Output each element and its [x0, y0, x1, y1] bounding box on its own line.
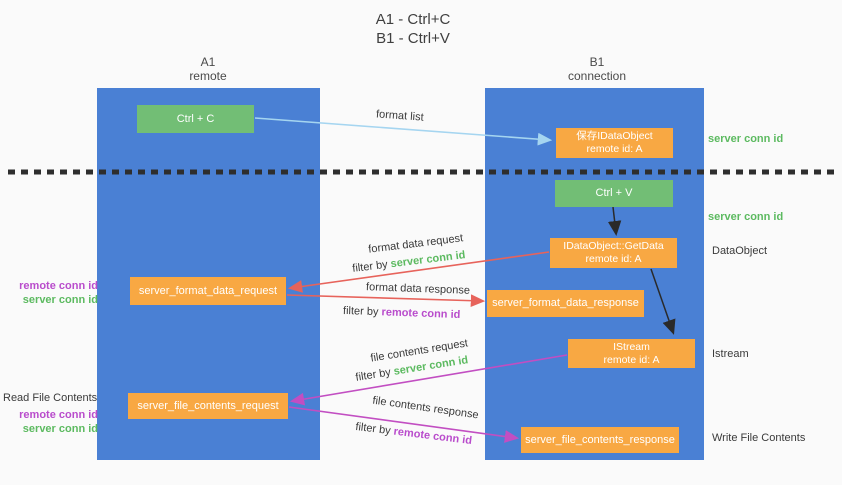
label-istream: Istream [712, 348, 749, 360]
node-server-file-contents-response: server_file_contents_response [521, 427, 679, 453]
column-a-name: A1 [200, 55, 216, 69]
filter-by-prefix-2: filter by [342, 304, 382, 319]
node-save-idataobject-line2: remote id: A [586, 143, 643, 155]
filter-remote-conn-id-1: remote conn id [381, 306, 461, 322]
title-line-2: B1 - Ctrl+V [376, 30, 450, 47]
node-save-idataobject-line1: 保存IDataObject [576, 130, 653, 142]
diagram-title: A1 - Ctrl+C B1 - Ctrl+V [283, 10, 543, 48]
filter-remote-conn-id-2: remote conn id [392, 425, 473, 448]
node-getdata-line2: remote id: A [585, 253, 642, 265]
node-istream: IStream remote id: A [568, 339, 695, 368]
label-read-file-contents: Read File Contents [3, 392, 98, 404]
label-group-format: remote conn id server conn id [6, 279, 98, 307]
node-ctrl-v-label: Ctrl + V [595, 187, 633, 199]
arrow-label-format-list: format list [375, 108, 425, 124]
label-write-file-contents: Write File Contents [712, 432, 806, 444]
column-a-header: A1 remote [148, 55, 268, 83]
node-file-request-label: server_file_contents_request [137, 399, 279, 412]
label-server-conn-id-top: server conn id [708, 133, 784, 145]
node-ctrl-c: Ctrl + C [137, 105, 254, 133]
node-istream-line2: remote id: A [603, 353, 660, 366]
arrow-label-file-contents-response: file contents response [371, 394, 480, 422]
column-b-subtitle: connection [567, 69, 627, 83]
node-ctrl-c-label: Ctrl + C [176, 112, 215, 125]
column-b-name: B1 [589, 55, 605, 69]
node-getdata-line1: IDataObject::GetData [563, 240, 664, 252]
filter-server-conn-id-1: server conn id [389, 249, 467, 271]
arrow-label-format-data-response: format data response [365, 281, 471, 297]
label-remote-conn-id-2: remote conn id [19, 409, 98, 421]
column-a-subtitle: remote [189, 69, 227, 83]
label-server-conn-id-2: server conn id [22, 423, 98, 435]
node-server-file-contents-request: server_file_contents_request [128, 393, 288, 419]
node-file-response-label: server_file_contents_response [525, 433, 675, 446]
node-format-response-label: server_format_data_response [492, 297, 639, 309]
node-istream-line1: IStream [613, 340, 650, 353]
label-remote-conn-id-1: remote conn id [19, 280, 98, 292]
label-server-conn-id-mid: server conn id [708, 211, 784, 223]
node-save-idataobject: 保存IDataObject remote id: A [556, 128, 673, 158]
arrow-label-filter-by-remote-1: filter by remote conn id [343, 305, 461, 321]
arrow-label-filter-by-remote-2: filter by remote conn id [355, 421, 473, 447]
filter-by-prefix-4: filter by [354, 420, 395, 438]
node-format-request-label: server_format_data_request [138, 284, 278, 297]
node-idataobject-getdata: IDataObject::GetData remote id: A [550, 238, 677, 268]
node-ctrl-v: Ctrl + V [555, 180, 673, 207]
label-server-conn-id-1: server conn id [22, 294, 98, 306]
filter-by-prefix-3: filter by [354, 365, 395, 384]
node-server-format-data-response: server_format_data_response [487, 290, 644, 317]
title-line-1: A1 - Ctrl+C [375, 11, 451, 28]
label-dataobject: DataObject [712, 245, 768, 257]
node-server-format-data-request: server_format_data_request [130, 277, 286, 305]
column-b-header: B1 connection [537, 55, 657, 83]
filter-by-prefix-1: filter by [351, 258, 392, 275]
label-group-file: remote conn id server conn id [6, 408, 98, 436]
